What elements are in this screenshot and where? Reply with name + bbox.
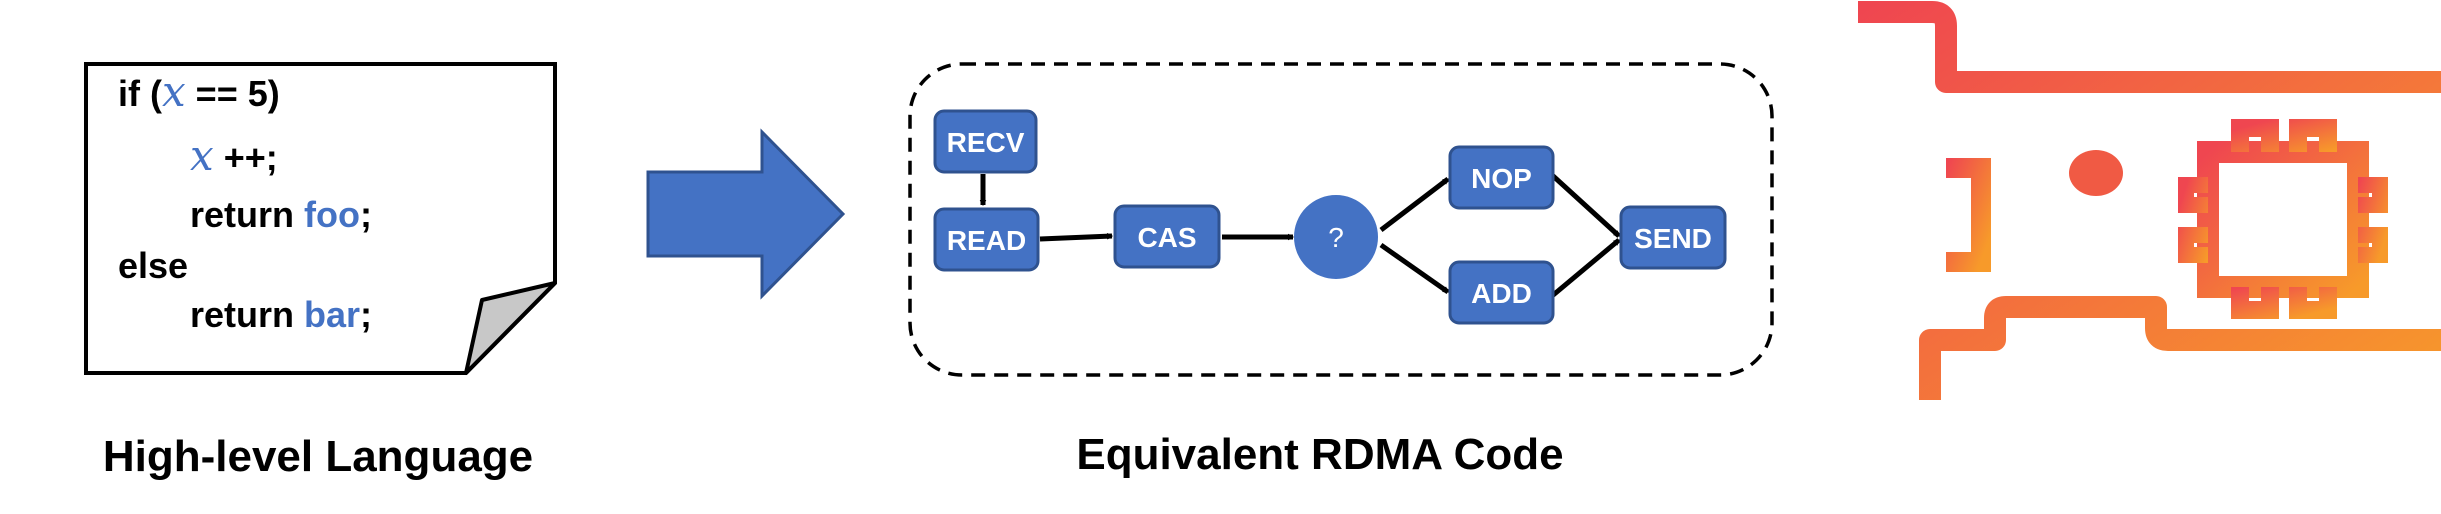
folded-corner-icon bbox=[464, 281, 557, 375]
code-document: if (x == 5) x ++; return foo; else retur… bbox=[84, 62, 557, 375]
code-semicolon: ; bbox=[360, 194, 372, 235]
chip-pins-left bbox=[2178, 177, 2208, 263]
edge-read-cas bbox=[1039, 232, 1114, 242]
code-condition: == 5) bbox=[186, 73, 280, 114]
node-question-label: ? bbox=[1328, 222, 1344, 253]
node-nop: NOP bbox=[1448, 145, 1555, 210]
code-return-keyword: return bbox=[190, 294, 304, 335]
node-question: ? bbox=[1294, 195, 1378, 279]
code-line-4: else bbox=[118, 245, 188, 286]
edge-question-nop bbox=[1379, 177, 1450, 232]
node-read-label: READ bbox=[947, 225, 1026, 256]
code-line-5: return bar; bbox=[190, 294, 372, 335]
code-identifier-foo: foo bbox=[304, 194, 360, 235]
edge-nop-send bbox=[1550, 173, 1621, 238]
nic-card-outline bbox=[1858, 1, 2441, 400]
node-recv: RECV bbox=[933, 109, 1038, 174]
node-cas: CAS bbox=[1113, 204, 1221, 269]
right-arrow-icon bbox=[646, 128, 846, 300]
code-line-1: if (x == 5) bbox=[118, 67, 280, 116]
caption-high-level-language: High-level Language bbox=[103, 432, 533, 481]
node-cas-label: CAS bbox=[1137, 222, 1196, 253]
code-increment: ++; bbox=[214, 137, 278, 178]
node-read: READ bbox=[933, 207, 1040, 272]
code-line-3: return foo; bbox=[190, 194, 372, 235]
variable-x: x bbox=[162, 67, 186, 116]
nic-led-icon bbox=[2069, 150, 2123, 196]
network-card-chip-icon bbox=[1858, 1, 2441, 400]
code-semicolon: ; bbox=[360, 294, 372, 335]
rdma-flow-graph: RECV READ CAS ? NOP ADD SEND bbox=[908, 62, 1774, 377]
code-return-keyword: return bbox=[190, 194, 304, 235]
code-line-2: x ++; bbox=[190, 131, 278, 180]
caption-equivalent-rdma-code: Equivalent RDMA Code bbox=[1076, 430, 1563, 479]
nic-slot bbox=[1946, 158, 1991, 272]
flow-boundary bbox=[908, 62, 1774, 377]
node-add-label: ADD bbox=[1471, 278, 1532, 309]
edge-add-send bbox=[1550, 238, 1621, 298]
code-identifier-bar: bar bbox=[304, 294, 360, 335]
node-nop-label: NOP bbox=[1471, 163, 1532, 194]
nic-chip-icon bbox=[2197, 141, 2369, 298]
edge-question-add bbox=[1379, 242, 1450, 295]
node-recv-label: RECV bbox=[947, 127, 1025, 158]
node-add: ADD bbox=[1448, 260, 1555, 325]
variable-x: x bbox=[190, 131, 214, 180]
chip-pins-bottom bbox=[2231, 287, 2337, 319]
node-send-label: SEND bbox=[1634, 223, 1712, 254]
chip-pins-right bbox=[2358, 177, 2388, 263]
code-else-keyword: else bbox=[118, 245, 188, 286]
code-if-keyword: if ( bbox=[118, 73, 162, 114]
chip-pins-top bbox=[2231, 119, 2337, 152]
node-send: SEND bbox=[1619, 205, 1727, 270]
